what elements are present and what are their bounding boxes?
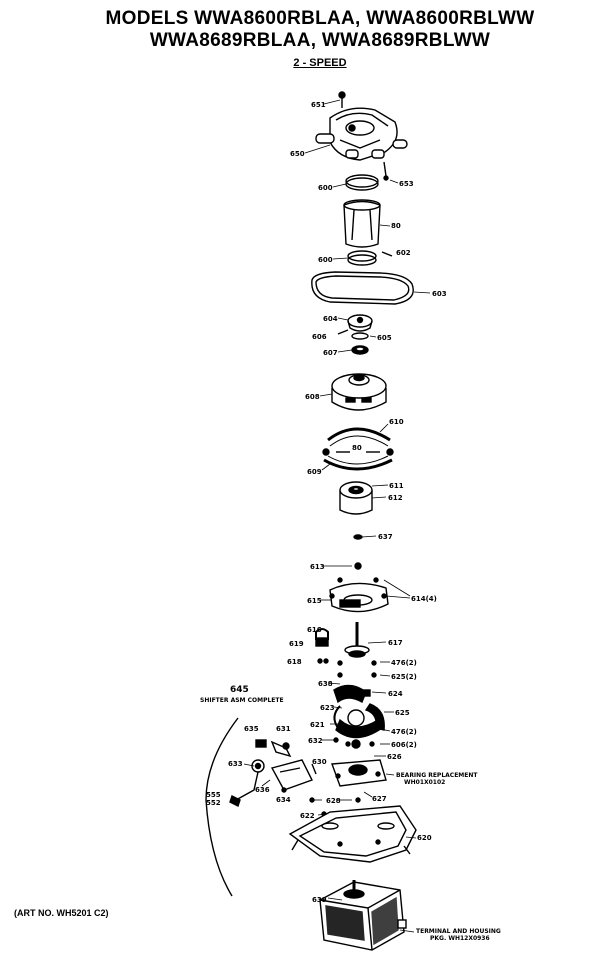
callout-610: 610 [389,418,404,426]
part-616-bracket [315,628,329,664]
callout-624: 624 [388,690,403,698]
shifter-note: SHIFTER ASM COMPLETE [200,697,284,704]
callout-603: 603 [432,290,447,298]
callout-625-upper: 625(2) [391,673,417,681]
part-602 [381,251,393,257]
terminal-note-line2: PKG. WH12X0936 [430,935,490,942]
callout-632: 632 [308,737,323,745]
callout-606-lower: 606(2) [391,741,417,749]
diagram-title-line1: MODELS WWA8600RBLAA, WWA8600RBLWW [105,8,535,29]
part-606-key [337,329,349,335]
callout-620: 620 [417,834,432,842]
part-637 [353,534,363,540]
part-630-motor [319,880,407,951]
callout-476-upper: 476(2) [391,659,417,667]
callout-476-lower: 476(2) [391,728,417,736]
part-604-pulley [347,314,373,332]
callout-615: 615 [307,597,322,605]
callout-623: 623 [320,704,335,712]
diagram-title-line2: WWA8689RBLAA, WWA8689RBLWW [149,30,491,51]
callout-653: 653 [399,180,414,188]
callout-609: 609 [307,468,322,476]
callout-612: 612 [388,494,403,502]
callout-616: 616 [307,626,322,634]
part-600-clamp-lower [347,250,377,262]
callout-613: 613 [310,563,325,571]
part-645-shifter [205,717,317,897]
part-653-screw [383,161,389,181]
callout-637: 637 [378,533,393,541]
callout-614: 614(4) [411,595,437,603]
callout-617: 617 [388,639,403,647]
part-651-bolt [338,91,346,108]
callout-618: 618 [287,658,302,666]
part-626 [333,737,375,749]
callout-639: 639 [312,896,327,904]
shifter-number: 645 [230,685,249,695]
part-609-clutch-shoes [322,427,394,471]
diagram-subtitle: 2 - SPEED [293,57,347,69]
part-617-shaft [344,622,370,658]
leader-lines [243,99,431,933]
part-603-belt [311,271,414,305]
callout-80: 80 [391,222,401,230]
callout-602: 602 [396,249,411,257]
callout-80-clutch: 80 [352,444,362,452]
callout-621: 621 [310,721,325,729]
part-612-clutch-hub [339,481,373,515]
callout-611: 611 [389,482,404,490]
part-650-pump [315,107,408,161]
part-607-bearing [351,345,369,355]
callout-628: 628 [326,797,341,805]
callout-626: 626 [387,753,402,761]
callout-600-lower: 600 [318,256,333,264]
art-number: (ART NO. WH5201 C2) [14,908,109,918]
callout-622: 622 [300,812,315,820]
part-600-clamp [345,174,379,188]
callout-619: 619 [289,640,304,648]
callout-600: 600 [318,184,333,192]
part-627-bearing-base [331,759,387,787]
callout-552: 552 [206,799,221,807]
callout-634: 634 [276,796,291,804]
part-605-ring [351,332,369,340]
callout-625: 625 [395,709,410,717]
part-615-brake [329,562,389,613]
callout-604: 604 [323,315,338,323]
callout-636: 636 [255,786,270,794]
part-608-drum [331,373,387,411]
callout-651: 651 [311,101,326,109]
bearing-note-line2: WH01X0102 [404,779,446,786]
callout-635: 635 [244,725,259,733]
part-629-mount-plate [288,805,417,863]
part-80-coupling [343,199,381,248]
callout-605: 605 [377,334,392,342]
callout-607: 607 [323,349,338,357]
callout-638: 638 [318,680,333,688]
callout-631: 631 [276,725,291,733]
terminal-note-line1: TERMINAL AND HOUSING [416,928,501,935]
callout-608: 608 [305,393,320,401]
callout-633: 633 [228,760,243,768]
callout-630: 630 [312,758,327,766]
callout-627: 627 [372,795,387,803]
callout-555: 555 [206,791,221,799]
part-624-gears [333,660,385,739]
callout-606: 606 [312,333,327,341]
bearing-note-line1: BEARING REPLACEMENT [396,772,478,779]
callout-650: 650 [290,150,305,158]
